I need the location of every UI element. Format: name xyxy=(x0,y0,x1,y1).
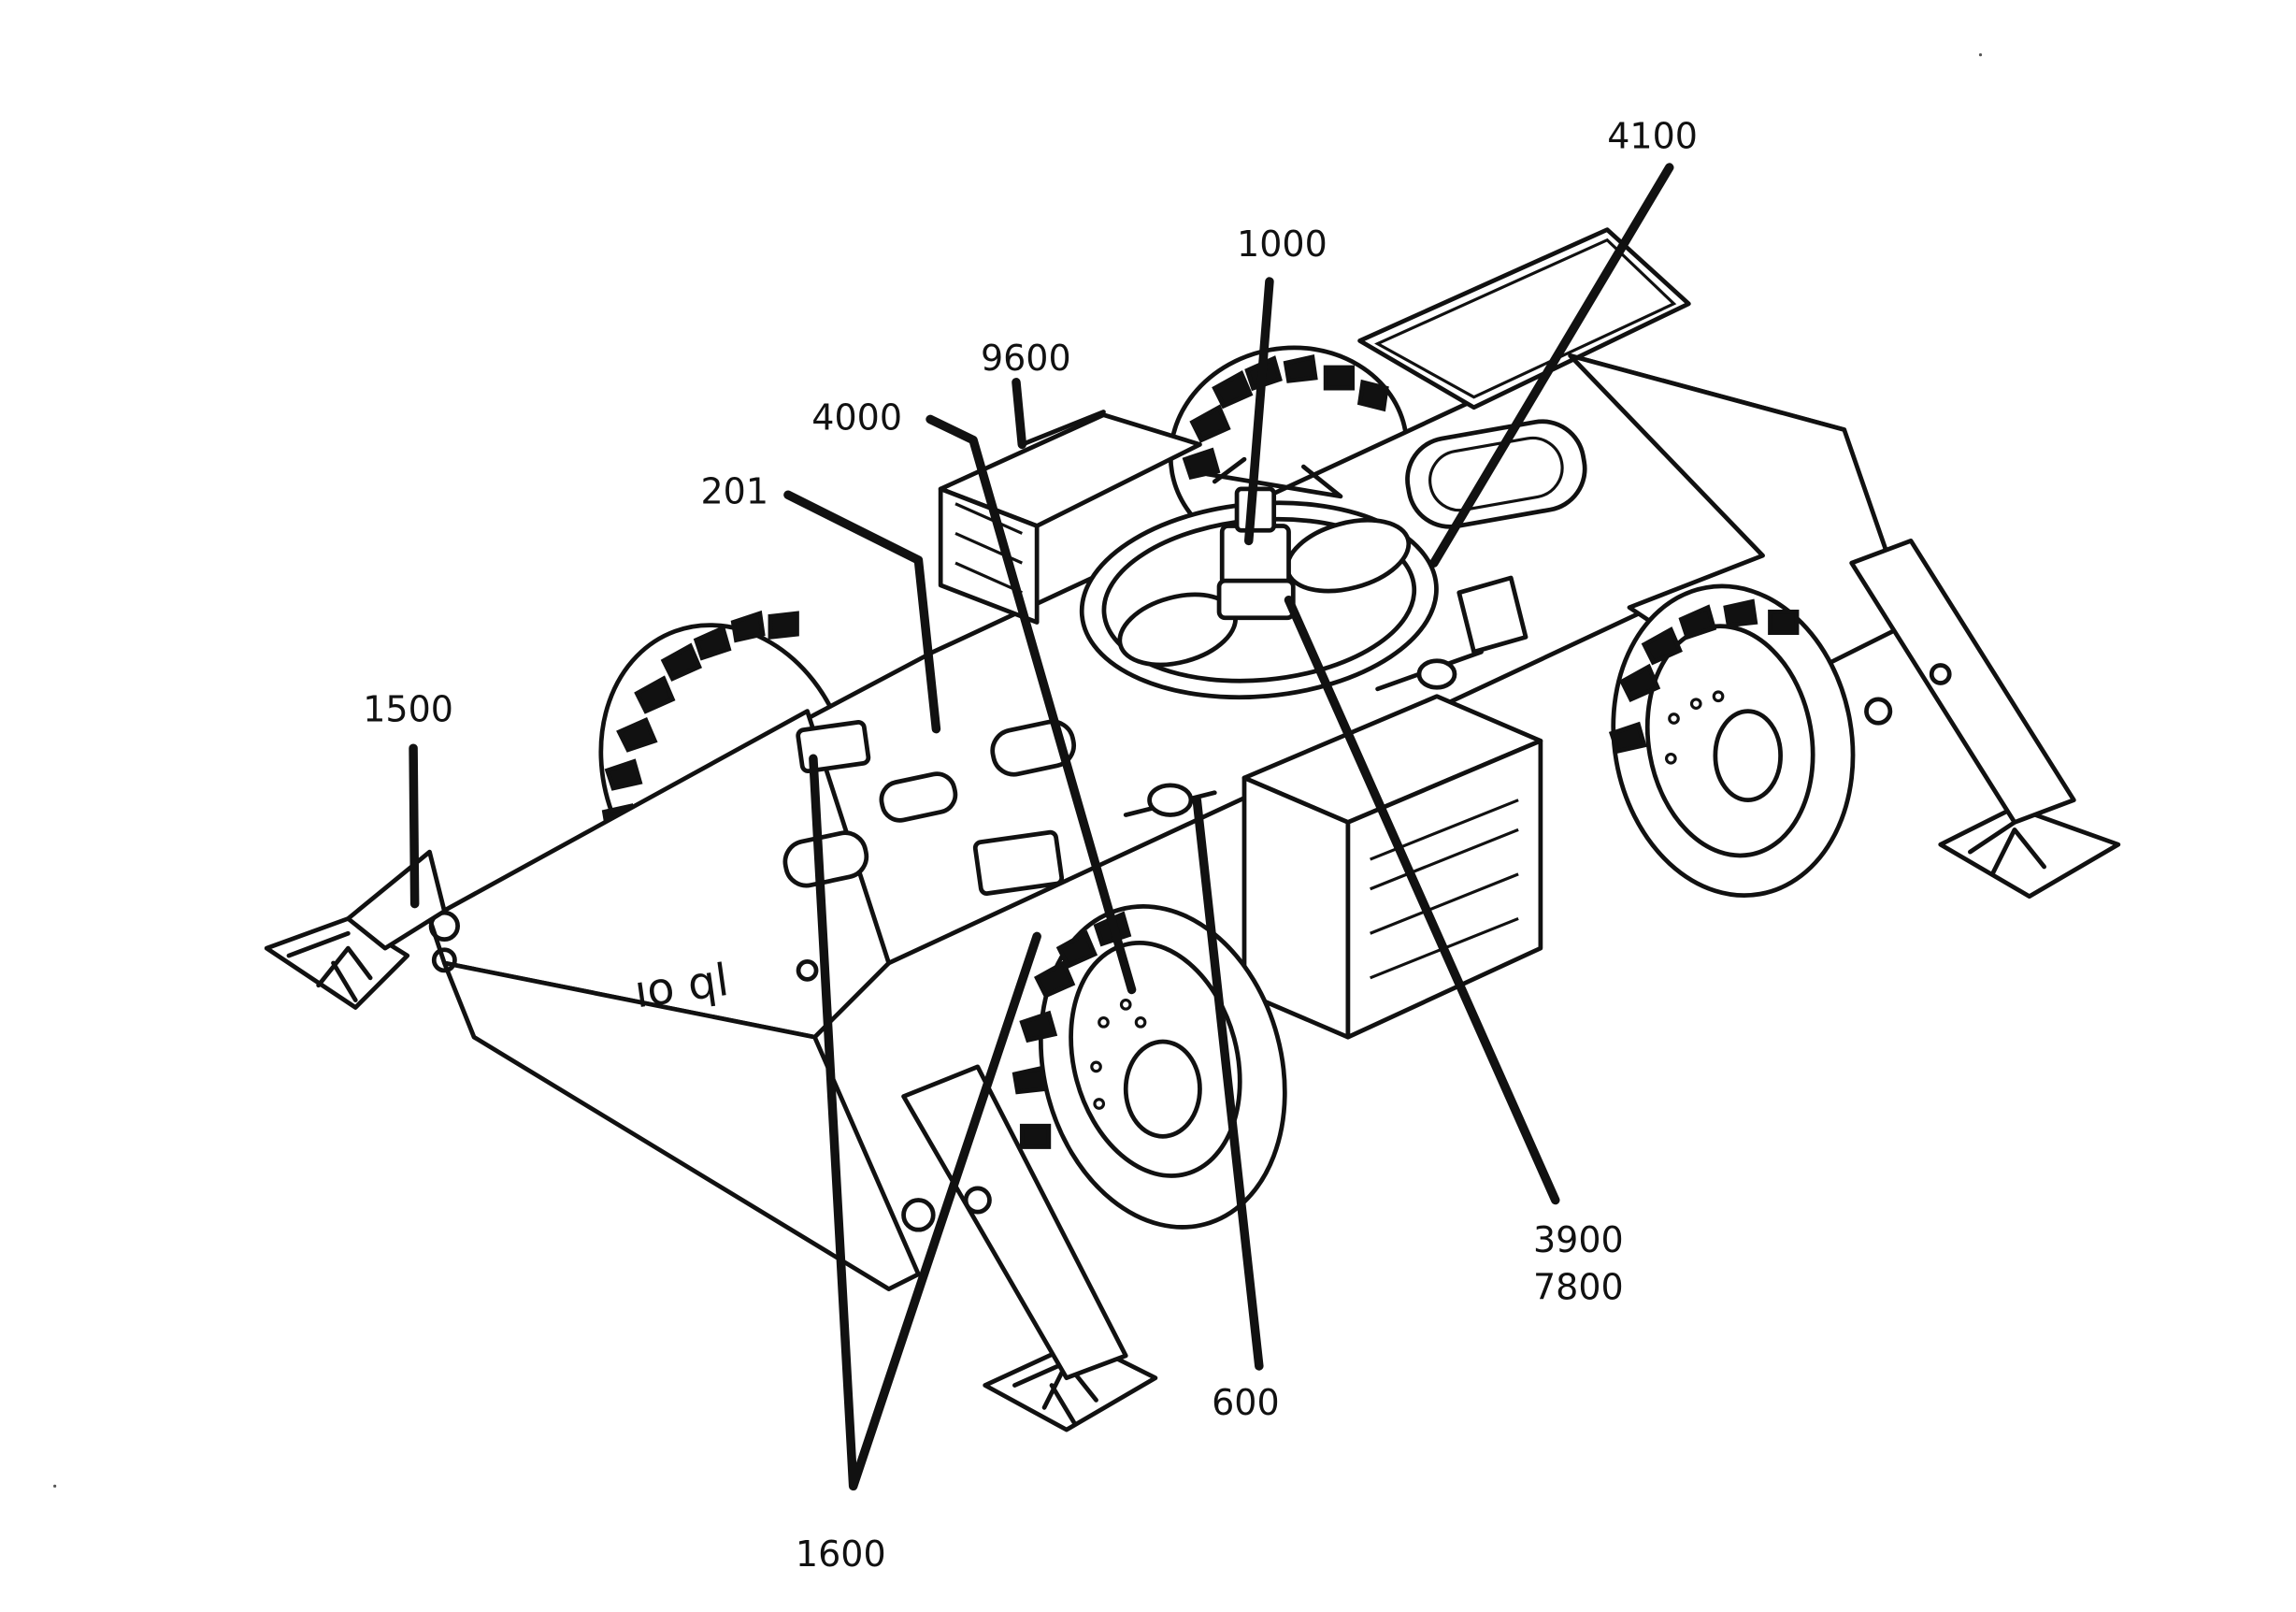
scan-speck xyxy=(53,1484,57,1488)
drive-shaft xyxy=(1123,575,1528,817)
front-right-wheel xyxy=(1608,583,1856,898)
chassis-illustration: ıo ql xyxy=(264,227,2121,1432)
outrigger-pad-rear-left xyxy=(264,849,447,1010)
callout-4100: 4100 xyxy=(1607,115,1698,156)
callout-labels: 4100 1000 9600 4000 201 1500 3900 7800 6… xyxy=(363,115,1698,1574)
front-left-wheel xyxy=(1012,903,1287,1230)
leader-lines xyxy=(409,163,1674,1491)
callout-7800: 7800 xyxy=(1533,1267,1624,1308)
callout-4000: 4000 xyxy=(811,397,902,439)
leader-600 xyxy=(1192,795,1264,1371)
callout-600: 600 xyxy=(1212,1382,1280,1423)
outrigger-pad-front-left xyxy=(901,1064,1158,1432)
callout-9600: 9600 xyxy=(981,338,1071,379)
callout-1600: 1600 xyxy=(796,1533,886,1575)
leader-4100 xyxy=(1429,163,1674,568)
leader-1500 xyxy=(409,743,420,909)
leader-201 xyxy=(783,490,941,734)
leader-1600 xyxy=(809,754,1041,1491)
scan-speck xyxy=(1978,53,1983,57)
callout-201: 201 xyxy=(700,471,768,512)
outrigger-pad-front-right xyxy=(1849,538,2121,900)
leader-9600 xyxy=(1012,378,1027,450)
mount-bracket-left xyxy=(796,720,871,773)
leader-3900-7800 xyxy=(1284,595,1560,1205)
leader-4000 xyxy=(926,414,1137,995)
callout-1500: 1500 xyxy=(363,689,453,730)
leader-1000 xyxy=(1243,277,1274,546)
tool-box xyxy=(1241,694,1543,1040)
mount-bracket-right xyxy=(972,829,1065,896)
callout-3900: 3900 xyxy=(1533,1219,1624,1260)
callout-1000: 1000 xyxy=(1237,223,1327,265)
